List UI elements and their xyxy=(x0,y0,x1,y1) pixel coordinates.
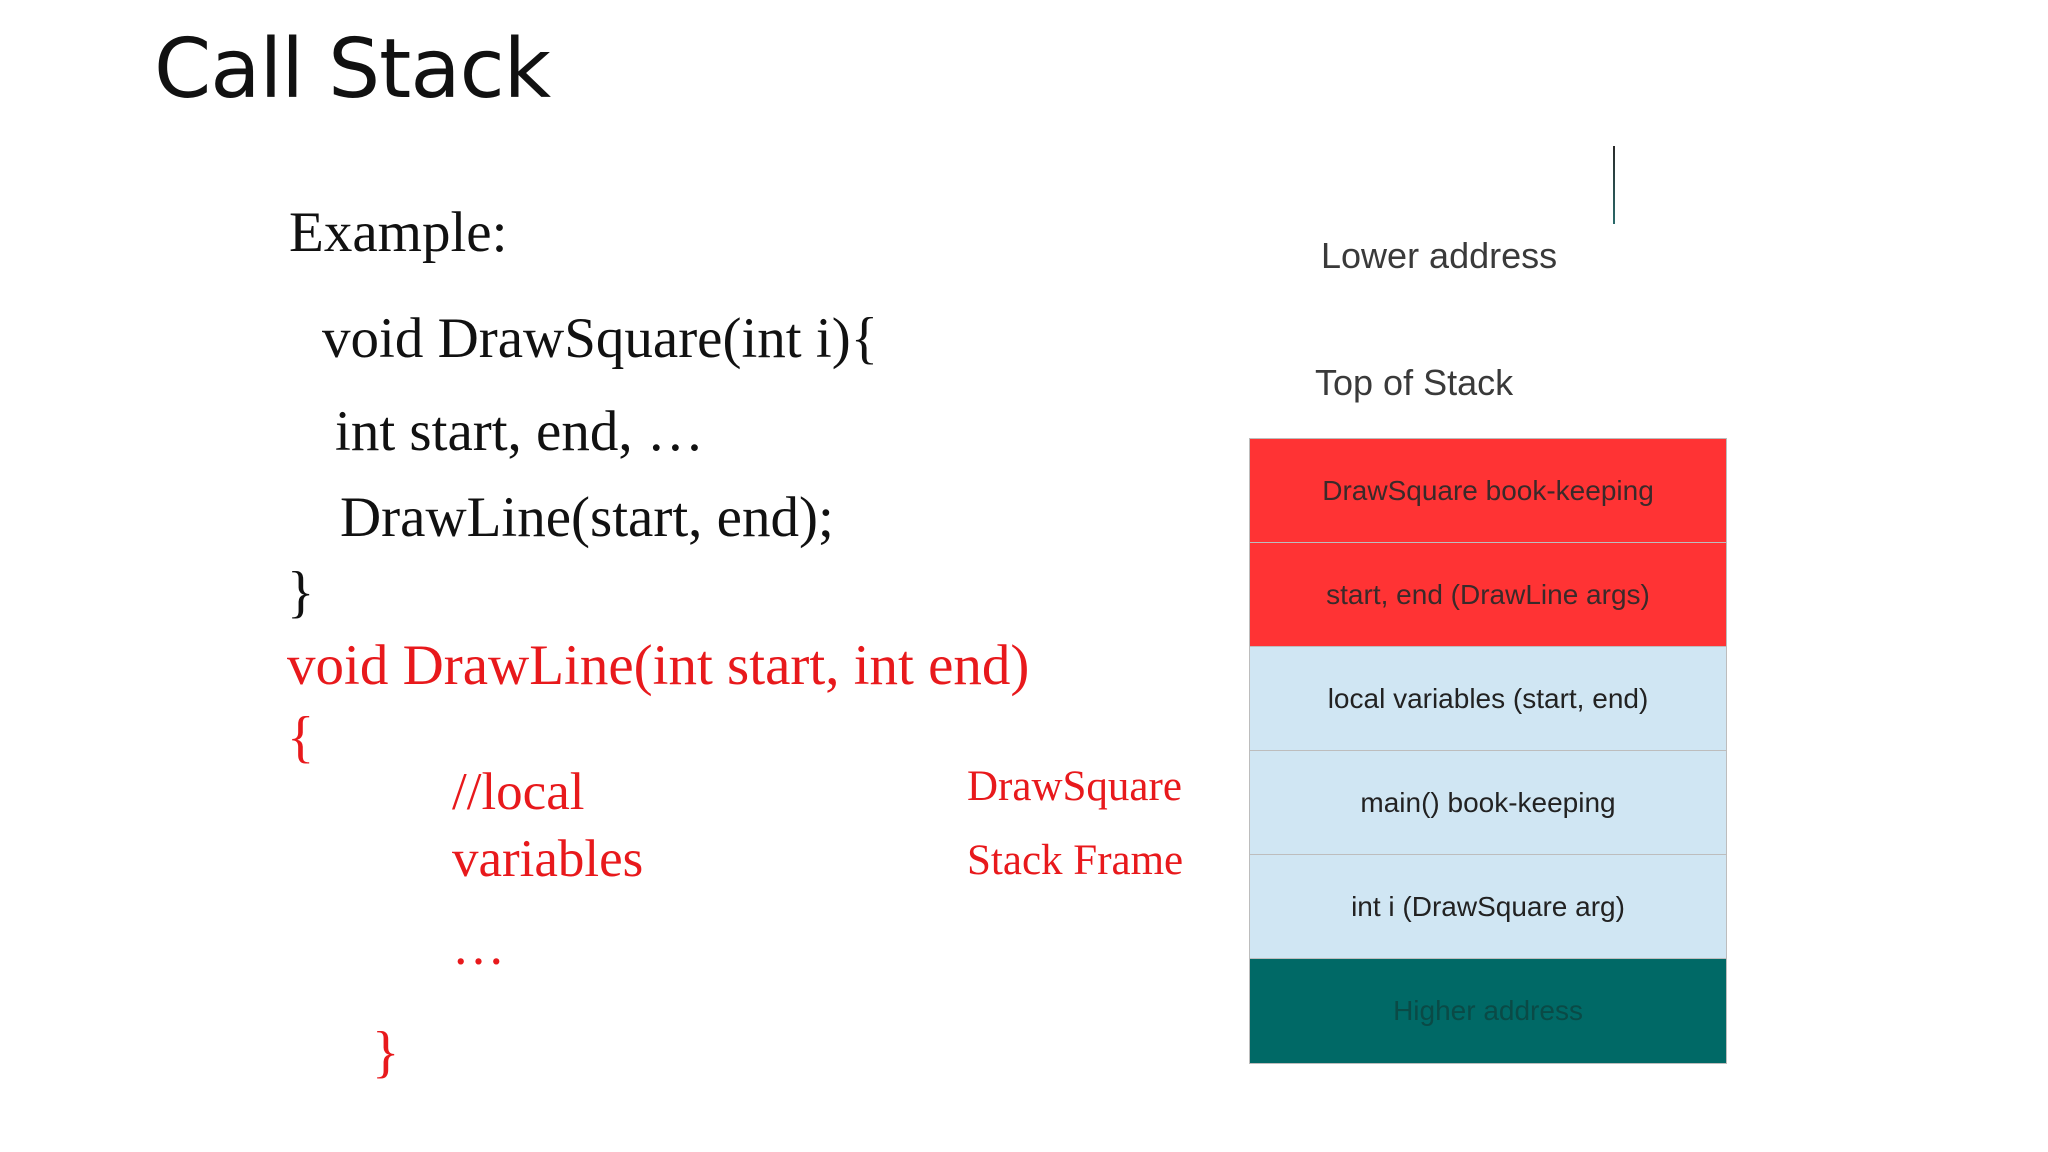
code-line-open-brace: { xyxy=(287,706,315,769)
code-line-ellipsis: … xyxy=(452,918,505,976)
code-line-drawline-signature: void DrawLine(int start, int end) xyxy=(287,634,1030,697)
stack-cell-drawsquare-arg: int i (DrawSquare arg) xyxy=(1250,855,1726,959)
code-line-drawsquare-signature: void DrawSquare(int i){ xyxy=(322,307,879,370)
top-of-stack-label: Top of Stack xyxy=(1315,362,1514,403)
stack-cell-higher-address: Higher address xyxy=(1250,959,1726,1063)
code-line-drawline-close-brace: } xyxy=(372,1021,400,1084)
stack-cell-drawsquare-bookkeeping: DrawSquare book-keeping xyxy=(1250,439,1726,543)
code-line-closing-brace: } xyxy=(287,561,315,624)
stack-cell-local-variables: local variables (start, end) xyxy=(1250,647,1726,751)
frame-label-stack-frame: Stack Frame xyxy=(967,837,1184,884)
code-line-drawline-call: DrawLine(start, end); xyxy=(340,486,834,549)
frame-label-drawsquare: DrawSquare xyxy=(967,763,1182,810)
example-label: Example: xyxy=(289,201,508,264)
lower-address-label: Lower address xyxy=(1321,235,1558,276)
code-line-comment-local: //local xyxy=(452,763,585,821)
code-line-locals: int start, end, … xyxy=(335,400,704,463)
slide-title: Call Stack xyxy=(154,22,551,117)
code-line-comment-variables: variables xyxy=(452,830,644,888)
address-direction-line xyxy=(1613,146,1615,224)
stack-cell-main-bookkeeping: main() book-keeping xyxy=(1250,751,1726,855)
call-stack-diagram: DrawSquare book-keeping start, end (Draw… xyxy=(1249,438,1727,1064)
stack-cell-drawline-args: start, end (DrawLine args) xyxy=(1250,543,1726,647)
